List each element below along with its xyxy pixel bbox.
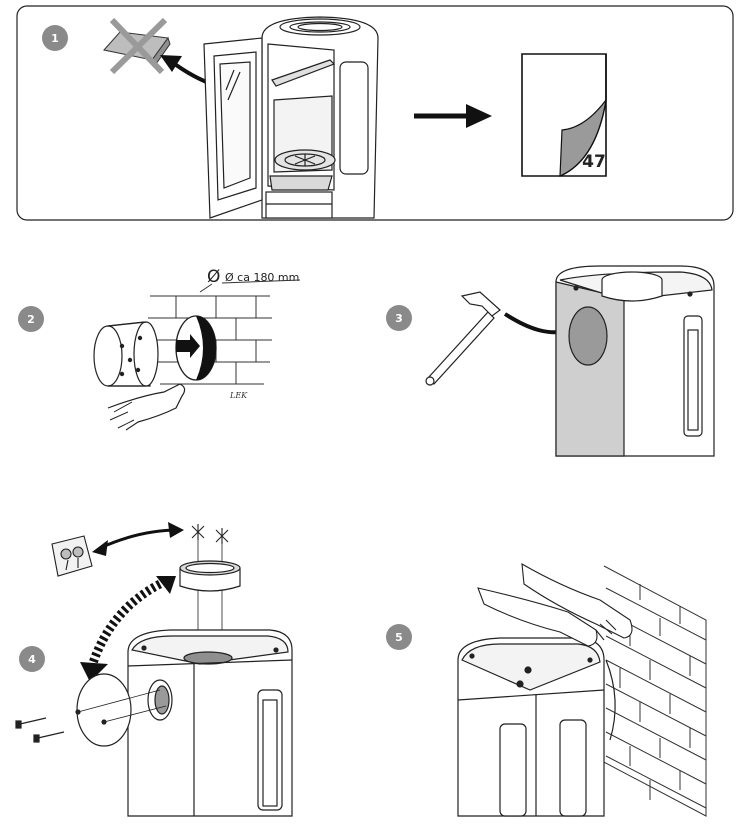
removed-plate-icon bbox=[103, 17, 171, 75]
step-2-panel: 2 Ø Ø ca 180 mm bbox=[18, 267, 301, 431]
stove-open-door-illustration bbox=[203, 16, 379, 219]
hands-illustration bbox=[477, 562, 633, 647]
page-reference-icon: 47 bbox=[521, 53, 607, 177]
step-5-badge: 5 bbox=[386, 624, 412, 650]
swap-arrow bbox=[99, 528, 179, 550]
step-3-panel: 3 bbox=[386, 265, 715, 457]
hand-illustration bbox=[107, 383, 186, 431]
wall-hole bbox=[175, 315, 217, 381]
step-1-number: 1 bbox=[51, 32, 59, 45]
flue-collar bbox=[179, 560, 241, 592]
cover-plate bbox=[75, 673, 167, 747]
step-3-number: 3 bbox=[395, 312, 403, 325]
stove-top-open bbox=[127, 629, 293, 817]
step-2-number: 2 bbox=[27, 313, 35, 326]
step-4-panel: 4 bbox=[15, 522, 293, 817]
brick-wall-right bbox=[599, 565, 707, 817]
diameter-symbol: Ø bbox=[207, 267, 220, 287]
step-5-panel: 5 bbox=[386, 562, 707, 817]
screws-icon bbox=[15, 717, 65, 743]
step-1-frame bbox=[16, 5, 734, 221]
stove-against-wall bbox=[457, 637, 616, 817]
insert-arrow bbox=[176, 334, 200, 358]
step-3-badge: 3 bbox=[386, 305, 412, 331]
hammer-icon bbox=[425, 291, 501, 386]
step-1-badge: 1 bbox=[42, 25, 68, 51]
wall-sleeve bbox=[93, 321, 159, 387]
relocate-arrow bbox=[87, 580, 163, 668]
step-5-number: 5 bbox=[395, 631, 403, 644]
screw-bag-icon bbox=[51, 535, 93, 577]
signature: LEK bbox=[229, 391, 248, 400]
step-2-badge: 2 bbox=[18, 306, 44, 332]
stove-rear-view bbox=[555, 265, 715, 457]
step-1-panel: 1 bbox=[16, 5, 734, 221]
step-4-number: 4 bbox=[28, 653, 36, 666]
page-reference-number: 47 bbox=[582, 152, 606, 172]
step-4-badge: 4 bbox=[19, 646, 45, 672]
see-page-arrow bbox=[414, 104, 492, 128]
